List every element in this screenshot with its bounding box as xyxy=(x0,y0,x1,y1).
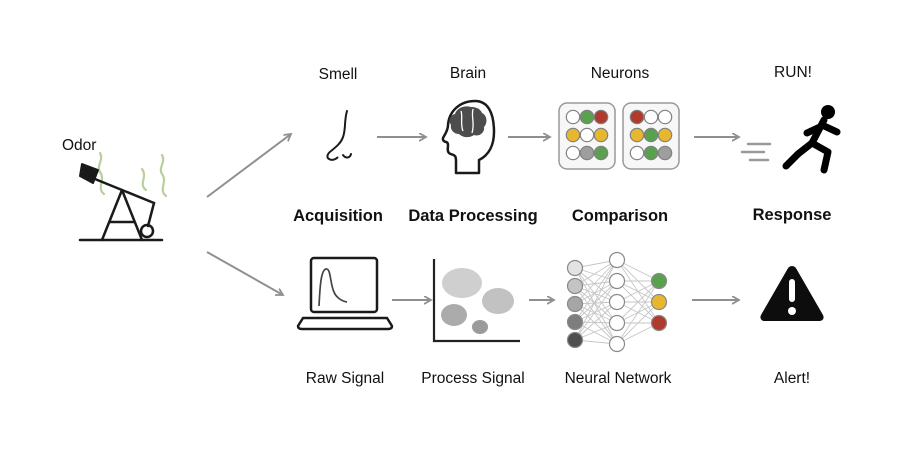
neuron-grids xyxy=(558,102,680,170)
pump-jack-icon xyxy=(78,151,168,242)
arrow-odor-to-raw-signal xyxy=(206,251,283,295)
warning-triangle-icon xyxy=(760,266,824,321)
cluster-blob xyxy=(472,320,488,334)
network-node xyxy=(566,277,584,295)
speed-lines xyxy=(740,142,772,162)
neuron-cell xyxy=(657,127,673,143)
network-node xyxy=(566,295,584,313)
nose-icon xyxy=(326,110,352,161)
neuron-cell xyxy=(565,109,581,125)
stage-acquisition-label: Acquisition xyxy=(293,207,383,225)
running-person-icon xyxy=(740,105,841,174)
neural-network-icon xyxy=(566,251,668,353)
network-node xyxy=(566,331,584,349)
neuron-cell xyxy=(643,127,659,143)
neuron-cell xyxy=(579,145,595,161)
run-label: RUN! xyxy=(774,64,812,81)
process-signal-label: Process Signal xyxy=(421,370,525,387)
neuron-cell xyxy=(643,145,659,161)
neuron-cell xyxy=(657,109,673,125)
neuron-cell xyxy=(657,145,673,161)
scatter-plot-icon xyxy=(432,259,520,343)
neuron-cell xyxy=(565,145,581,161)
alert-label: Alert! xyxy=(773,370,811,387)
network-node xyxy=(608,314,626,332)
neuron-cell xyxy=(593,109,609,125)
neuron-cell xyxy=(565,127,581,143)
laptop-icon xyxy=(296,256,394,331)
network-node xyxy=(650,314,668,332)
stage-comparison-label: Comparison xyxy=(571,207,669,225)
network-node xyxy=(608,335,626,353)
neuron-cell xyxy=(629,145,645,161)
brain-label: Brain xyxy=(449,65,487,82)
smell-label: Smell xyxy=(318,66,358,83)
arrow-odor-to-smell xyxy=(206,134,291,198)
cluster-blob xyxy=(442,268,482,298)
brain-icon xyxy=(441,99,496,175)
stage-data-processing-label: Data Processing xyxy=(408,207,538,225)
neuron-cell xyxy=(593,127,609,143)
scent-lines xyxy=(97,151,168,198)
cluster-blob xyxy=(441,304,467,326)
network-node xyxy=(608,251,626,269)
neuron-cell xyxy=(579,109,595,125)
neural-network-label: Neural Network xyxy=(564,370,672,387)
network-node xyxy=(566,259,584,277)
neuron-cell xyxy=(593,145,609,161)
neuron-cell xyxy=(643,109,659,125)
network-node xyxy=(566,313,584,331)
network-node xyxy=(608,272,626,290)
stage-response-label: Response xyxy=(752,206,832,224)
neuron-cell xyxy=(629,109,645,125)
neurons-label: Neurons xyxy=(590,65,650,82)
network-node xyxy=(650,293,668,311)
network-node xyxy=(650,272,668,290)
neuron-cell xyxy=(579,127,595,143)
neuron-cell xyxy=(629,127,645,143)
network-node xyxy=(608,293,626,311)
odor-label: Odor xyxy=(62,137,97,154)
cluster-blob xyxy=(482,288,514,314)
raw-signal-curve xyxy=(318,268,348,307)
raw-signal-label: Raw Signal xyxy=(305,370,385,387)
